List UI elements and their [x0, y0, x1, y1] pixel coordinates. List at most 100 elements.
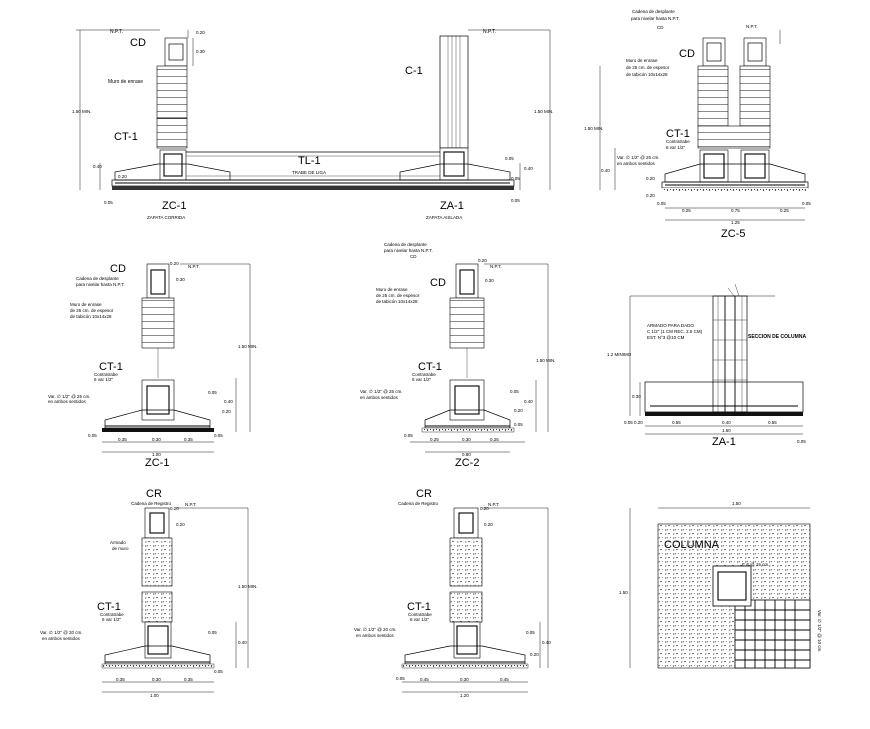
dim-005-d: 0.05: [511, 176, 520, 181]
cr-mid-contratrabe: Contratrabe: [408, 612, 432, 617]
zc5-dim-040: 0.40: [601, 168, 610, 173]
panel-cr-mid: [401, 507, 549, 693]
zc2-dim-030: 0.30: [485, 278, 494, 283]
cr-left-contratrabe: Contratrabe: [100, 612, 124, 617]
zc5-contratrabe: Contratrabe: [666, 139, 690, 144]
cr-mid-dim-020-c: 0.20: [530, 652, 539, 657]
za1-seccion: SECCION DE COLUMNA: [748, 334, 806, 340]
zc1-title: ZC-1: [145, 457, 169, 469]
zc5-h150: 1.50 MIN.: [584, 126, 604, 131]
dim-005-a: 0.05: [505, 156, 514, 161]
za1-dim-005-b: 0.05: [797, 439, 806, 444]
zc2-cadena-1: Cadena de desplante: [384, 242, 427, 247]
trabe-label: TRABE DE LIGA: [292, 170, 326, 175]
cr-left-var-1: Var. ∅ 1/2" @ 20 cm.: [40, 630, 83, 635]
dim-040-b: 0.40: [524, 166, 533, 171]
cr-left-dim-005-a: 0.05: [208, 630, 217, 635]
cr-left-h150: 1.50 MIN.: [238, 584, 258, 589]
zc1-cadena-2: para nivelar hasta N.P.T.: [76, 282, 125, 287]
zc5-dim-005-a: 0.05: [657, 201, 666, 206]
cr-mid-var-2: en ambos sentidos: [356, 633, 395, 638]
zc1-var-2: en ambos sentidos: [48, 399, 87, 404]
zc2-dim-040: 0.40: [524, 399, 533, 404]
zc5-dim-020-a: 0.20: [646, 176, 655, 181]
panel-zc1: [102, 263, 251, 453]
cr-left-cr: CR: [146, 488, 162, 500]
cr-mid-dim-120: 1.20: [460, 693, 469, 698]
zc2-h150: 1.50 MIN.: [536, 358, 556, 363]
zc2-dim-005-a: 0.05: [510, 389, 519, 394]
dim-005-c: 0.05: [511, 198, 520, 203]
zc2-dim-025-a: 0.25: [430, 437, 439, 442]
cr-left-varillas: 6 var 1/2": [102, 617, 122, 622]
zc1-dim-100: 1.00: [152, 452, 161, 457]
tl1-label: TL-1: [298, 155, 321, 167]
plan-dim-150-left: 1.50: [619, 590, 628, 595]
cr-left-armado-2: de muro: [112, 546, 129, 551]
zc2-contratrabe: Contratrabe: [412, 372, 436, 377]
zc2-dim-025-b: 0.25: [490, 437, 499, 442]
zc5-dim-025-b: 0.25: [780, 208, 789, 213]
panel-plan: [629, 507, 811, 669]
zc1-dim-040: 0.40: [224, 399, 233, 404]
zc2-varillas: 6 var 1/2": [412, 377, 432, 382]
zc2-cadena-2: para nivelar hasta N.P.T.: [384, 248, 433, 253]
za1-armado-1: ARMADO PARA DADO: [647, 323, 694, 328]
zc2-title: ZC-2: [455, 457, 479, 469]
cr-mid-dim-005-b: 0.05: [396, 676, 405, 681]
zc1-contratrabe: Contratrabe: [94, 372, 118, 377]
zc1-dim-020-a: 0.20: [170, 261, 179, 266]
zc2-var-1: Var. ∅ 1/2" @ 25 cm.: [360, 389, 403, 394]
zc5-muro-2: de 25 cm. de espesor: [626, 65, 670, 70]
za1-armado-2: C 1/2" (1 CM REC. 2.5 CM): [647, 329, 703, 334]
zc2-muro-3: de tabicón 10x14x28: [376, 299, 418, 304]
zapata-aislada-label: ZAPATA AISLADA: [426, 215, 462, 220]
zc5-dim-075: 0.75: [731, 208, 740, 213]
c1-label: C-1: [405, 65, 423, 77]
cr-mid-cr: CR: [416, 488, 432, 500]
zc5-dim-020-b: 0.20: [646, 193, 655, 198]
za1-dim-055-b: 0.55: [768, 420, 777, 425]
npt-label-b: N.P.T.: [483, 29, 496, 35]
zc5-cadena-label: Cadena de desplante: [632, 9, 675, 14]
zc5-npt: N.P.T.: [746, 24, 758, 29]
zc2-dim-005-b: 0.05: [404, 433, 413, 438]
zc2-dim-020-a: 0.20: [478, 258, 487, 263]
panel-zc5: [599, 30, 809, 221]
zc2-dim-005-c: 0.05: [514, 422, 523, 427]
zc5-cadena-label-2: para nivelar hasta N.P.T.: [631, 16, 680, 21]
cr-mid-cadena: Cadena de Registro: [398, 501, 439, 506]
height-label-a: 1.50 MIN.: [72, 109, 92, 114]
za1-title-top: ZA-1: [440, 200, 464, 212]
cr-mid-dim-005-a: 0.05: [526, 630, 535, 635]
zc1-dim-020-c: 0.20: [222, 409, 231, 414]
zc5-ct1: CT-1: [666, 128, 690, 140]
plan-est: E.# @ 15 cm.: [742, 562, 769, 567]
cr-mid-npt: N.P.T.: [488, 502, 500, 507]
zc1-h150: 1.50 MIN.: [238, 344, 258, 349]
zc2-cd-small: CD: [410, 254, 417, 259]
zc1-dim-030-b: 0.30: [152, 437, 161, 442]
zc5-dim-025-a: 0.25: [682, 208, 691, 213]
zc2-cd: CD: [430, 277, 446, 289]
cr-left-dim-100: 1.00: [150, 693, 159, 698]
cr-left-dim-020-b: 0.20: [176, 522, 185, 527]
zc1-var-1: Var. ∅ 1/2" @ 25 cm.: [48, 394, 91, 399]
muro-label: Muro de enrase: [108, 79, 143, 85]
zc2-dim-020-c: 0.20: [514, 408, 523, 413]
cr-mid-varillas: 6 var 1/2": [410, 617, 430, 622]
plan-var-side: Var. ∅ 1/2" @ 10 cm.: [817, 610, 822, 653]
npt-label-a: N.P.T.: [110, 29, 123, 35]
cr-left-ct1: CT-1: [97, 601, 121, 613]
za1-dim-055-a: 0.55: [672, 420, 681, 425]
zc2-muro-2: de 25 cm. de espesor: [376, 293, 420, 298]
zc1-varillas: 6 var 1/2": [94, 377, 114, 382]
zc1-npt: N.P.T.: [188, 264, 200, 269]
zc1-dim-005-c: 0.05: [214, 433, 223, 438]
zc1-ct1: CT-1: [99, 361, 123, 373]
dim-040-a: 0.40: [93, 164, 102, 169]
zc5-var-2: en ambos sentidos: [617, 161, 656, 166]
zc1-dim-005-b: 0.05: [88, 433, 97, 438]
dim-020-a: 0.20: [196, 30, 205, 35]
